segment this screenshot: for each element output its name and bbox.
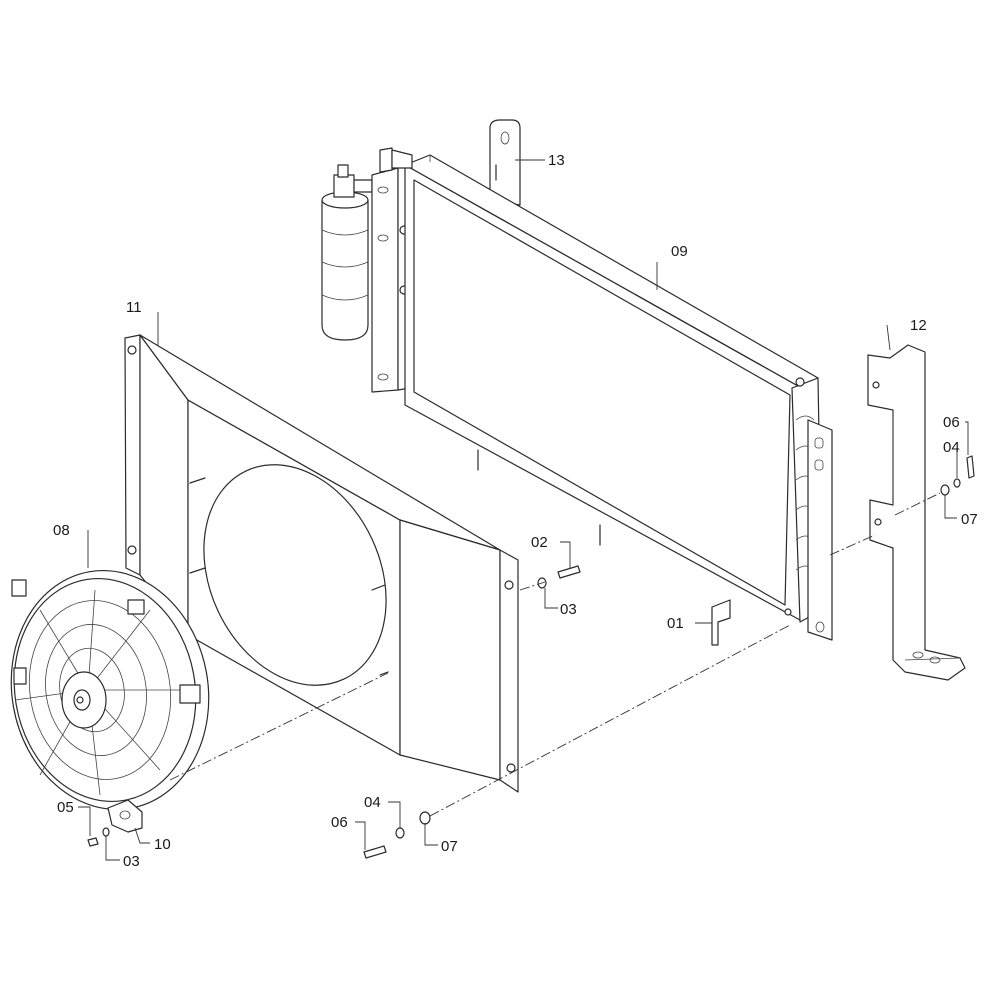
part-13-top-bracket: [489, 119, 521, 206]
callout-06-right: 06: [943, 414, 960, 431]
callout-13: 13: [548, 152, 565, 169]
callout-07-bottom: 07: [441, 838, 458, 855]
condenser-core: [379, 147, 833, 641]
callout-04-right: 04: [943, 439, 960, 456]
electric-fan: [10, 570, 210, 810]
fan-shroud: [124, 334, 519, 793]
leader-lines: [78, 159, 969, 861]
condenser-left-bracket: [371, 163, 411, 393]
callout-01: 01: [667, 615, 684, 632]
callout-04-bottom: 04: [364, 794, 381, 811]
part-10-fan-bracket: [107, 799, 143, 833]
callout-06-bottom: 06: [331, 814, 348, 831]
callout-02: 02: [531, 534, 548, 551]
callout-10: 10: [154, 836, 171, 853]
callout-labels: 13 09 11 12 06 04 07 08 02 03 01 05 10 0…: [53, 152, 978, 870]
callout-03-left: 03: [123, 853, 140, 870]
callout-07-right: 07: [961, 511, 978, 528]
part-01-clip: [711, 599, 731, 646]
callout-09: 09: [671, 243, 688, 260]
callout-08: 08: [53, 522, 70, 539]
callout-12: 12: [910, 317, 927, 334]
callout-05: 05: [57, 799, 74, 816]
callout-03-center: 03: [560, 601, 577, 618]
assembly-axis-lines: [169, 492, 941, 817]
receiver-drier: [321, 164, 373, 341]
callout-11: 11: [126, 299, 142, 316]
part-12-side-bracket: [867, 344, 966, 681]
